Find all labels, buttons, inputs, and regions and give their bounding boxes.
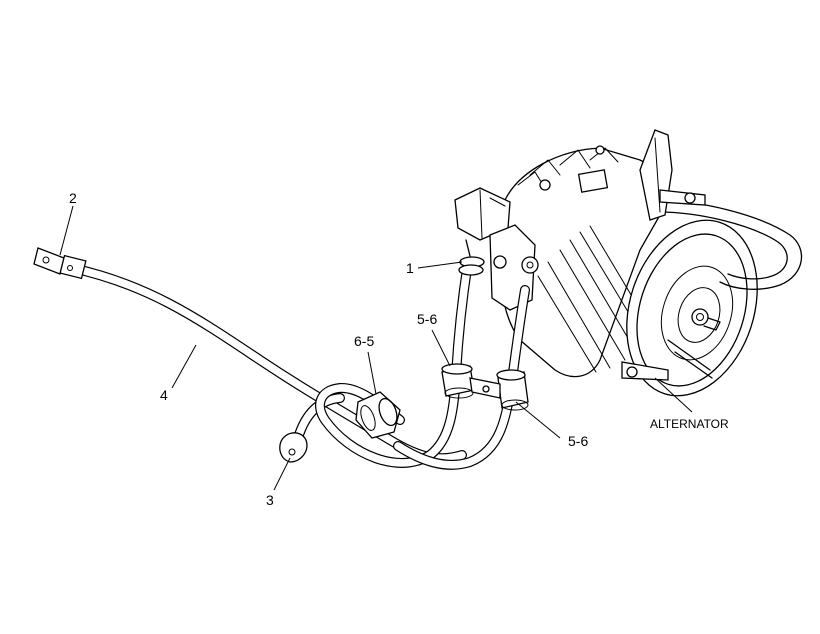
leader-5-6-bottom (515, 401, 561, 439)
clip-6-5 (355, 391, 401, 439)
callouts: 1 2 3 4 5-6 5-6 6-5 ALTERNATOR (69, 190, 729, 508)
clip-5-6-right (496, 369, 529, 411)
clip-bracket (469, 377, 501, 399)
grommet-1 (458, 239, 485, 276)
leader-alternator (654, 377, 693, 413)
terminal-2 (33, 247, 87, 280)
callout-6-5: 6-5 (354, 333, 374, 349)
leader-3 (273, 457, 291, 491)
callout-5-6-top: 5-6 (417, 311, 437, 327)
callout-alternator: ALTERNATOR (650, 417, 729, 431)
leader-1 (417, 261, 463, 269)
leader-2 (59, 205, 74, 256)
wire-3 (279, 393, 345, 463)
leader-5-6-top (431, 329, 451, 367)
callout-1: 1 (406, 260, 414, 276)
clip-5-6-left (441, 363, 475, 399)
leader-lines (59, 205, 693, 491)
harness-left-loop (315, 257, 473, 468)
harness-right-loop (393, 285, 530, 470)
callout-5-6-bottom: 5-6 (568, 433, 588, 449)
leader-6-5 (367, 351, 377, 395)
callout-4: 4 (160, 387, 168, 403)
wire-4 (67, 263, 467, 464)
alternator (454, 129, 803, 397)
callout-2: 2 (69, 190, 77, 206)
leader-4 (171, 344, 197, 389)
callout-3: 3 (266, 492, 274, 508)
